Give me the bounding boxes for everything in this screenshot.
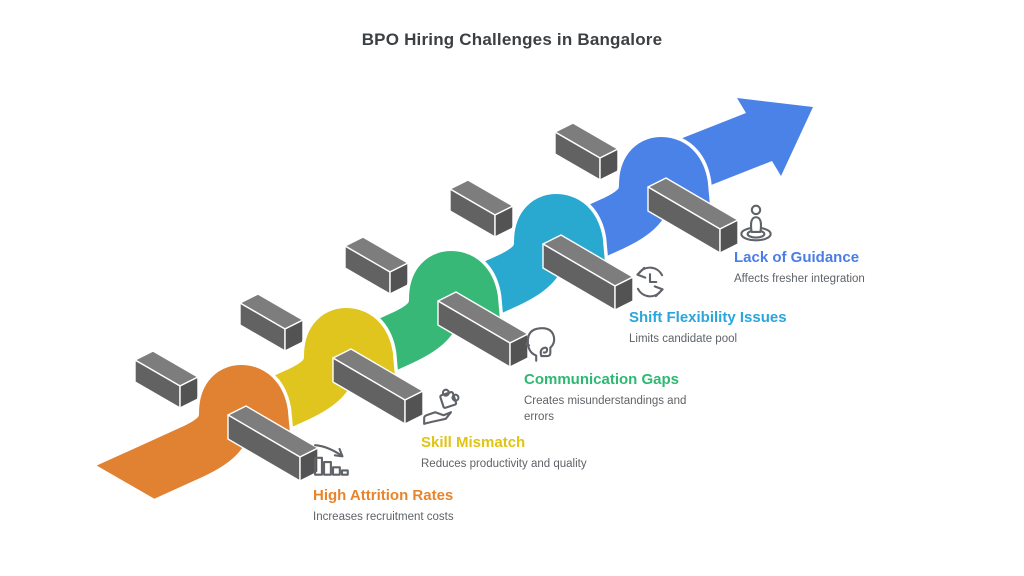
challenge-item-guidance: Lack of Guidance Affects fresher integra… (734, 203, 944, 288)
page-title: BPO Hiring Challenges in Bangalore (361, 30, 663, 49)
challenge-description: Affects fresher integration (734, 273, 865, 285)
hurdle-bar-left (344, 236, 409, 295)
head-profile-icon (524, 327, 556, 362)
hurdle-bar-left (239, 293, 304, 352)
person-target-icon (740, 204, 772, 242)
challenge-label: High Attrition Rates (313, 487, 454, 504)
hurdle-station-3 (344, 236, 529, 381)
challenge-label: Communication Gaps (524, 371, 680, 388)
hurdle-station-4 (449, 179, 634, 324)
ribbon-segment-4 (462, 194, 605, 321)
ribbon-segment-3 (357, 251, 500, 378)
declining-bar-chart-icon (314, 444, 349, 476)
challenge-description: Increases recruitment costs (313, 511, 454, 523)
challenge-label: Skill Mismatch (421, 434, 526, 451)
challenge-item-skill: Skill Mismatch Reduces productivity and … (421, 386, 631, 473)
challenge-label: Shift Flexibility Issues (629, 309, 787, 326)
hand-puzzle-icon (423, 388, 460, 425)
ribbon-tail-cut (64, 464, 160, 530)
clock-cycle-icon (636, 266, 664, 298)
ribbon-segment-5 (567, 137, 710, 264)
hurdle-station-1 (93, 350, 319, 519)
hurdle-station-2 (239, 293, 424, 438)
challenge-item-shift: Shift Flexibility Issues Limits candidat… (629, 261, 839, 348)
ribbon-segment-1 (94, 365, 290, 516)
ribbon-segment-2 (252, 308, 395, 435)
challenge-item-attrition: High Attrition Rates Increases recruitme… (313, 441, 523, 526)
challenge-description: Limits candidate pool (629, 333, 738, 345)
hurdle-bar-left (134, 350, 199, 409)
hurdle-bar-left (554, 122, 619, 181)
challenge-description: Reduces productivity and quality (421, 458, 587, 470)
hurdle-station-5 (554, 122, 739, 267)
challenge-label: Lack of Guidance (734, 249, 860, 266)
hurdle-bar-left (449, 179, 514, 238)
challenge-item-communication: Communication Gaps Creates misunderstand… (524, 321, 702, 425)
challenge-description: Creates misunderstandings and errors (524, 395, 687, 423)
